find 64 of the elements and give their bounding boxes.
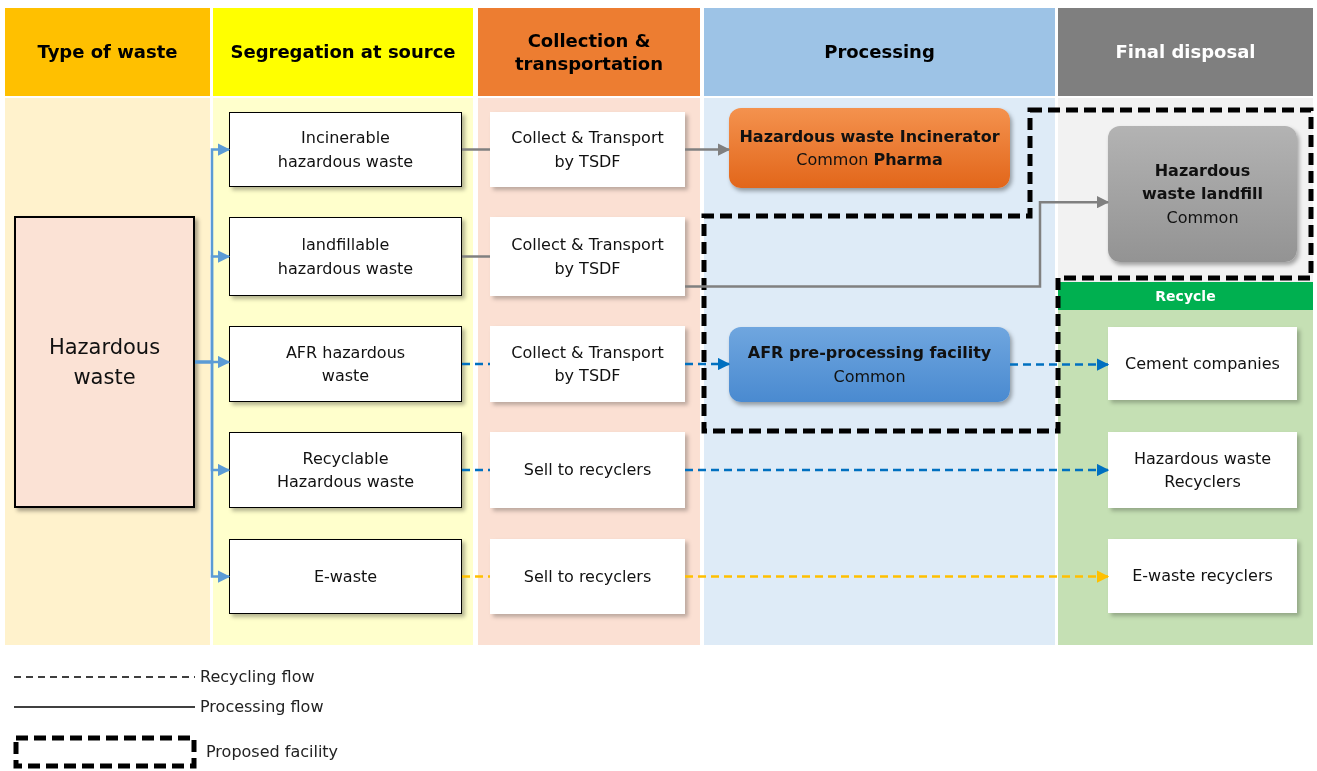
process-box	[490, 217, 685, 296]
connector-line	[462, 575, 490, 578]
process-box	[490, 539, 685, 614]
node-sublabel: Common	[832, 365, 907, 388]
connector-line	[462, 255, 490, 258]
process-box	[1108, 432, 1297, 508]
waste-category-box	[229, 539, 462, 614]
facility-box	[729, 327, 1010, 402]
node-label: Hazardous waste Incinerator	[738, 125, 1001, 148]
column-header: Processing	[704, 8, 1055, 96]
node-label: Incinerable hazardous waste	[276, 127, 415, 173]
node-label: Sell to recyclers	[522, 459, 653, 482]
node-label: E-waste recyclers	[1131, 565, 1274, 588]
source-box	[14, 216, 195, 508]
node-label: Collect & Transport by TSDF	[510, 341, 665, 387]
column-band	[704, 8, 1055, 645]
column-band	[213, 8, 473, 645]
node-label: Collect & Transport by TSDF	[510, 234, 665, 280]
node-label: Hazardous waste landfill	[1140, 160, 1265, 206]
process-box	[490, 326, 685, 402]
process-box	[1108, 539, 1297, 613]
process-box	[490, 112, 685, 187]
arrow	[195, 360, 231, 583]
column-band	[1058, 8, 1313, 645]
column-band	[5, 8, 210, 645]
legend-label: Processing flow	[200, 697, 324, 716]
node-label: Hazardous waste	[47, 333, 162, 391]
section-header: Recycle	[1058, 282, 1313, 310]
arrow	[685, 143, 731, 156]
node-label: Cement companies	[1124, 352, 1281, 375]
arrow	[1010, 358, 1110, 371]
node-label: Collect & Transport by TSDF	[510, 127, 665, 173]
column-header: Final disposal	[1058, 8, 1313, 96]
column-header: Collection & transportation	[478, 8, 700, 96]
incinerator-box	[729, 108, 1010, 188]
node-label: Sell to recyclers	[522, 565, 653, 588]
arrow	[685, 570, 1110, 583]
recycle-panel	[1058, 282, 1313, 645]
node-sublabel: Common Pharma	[795, 149, 944, 171]
legend-label: Proposed facility	[206, 742, 339, 761]
node-label: Recyclable Hazardous waste	[275, 447, 416, 493]
waste-category-box	[229, 112, 462, 187]
node-label: AFR hazardous waste	[284, 341, 407, 387]
process-box	[1108, 327, 1297, 400]
node-label: E-waste	[312, 565, 379, 588]
node-sublabel: Common	[1165, 206, 1240, 229]
column-header: Type of waste	[5, 8, 210, 96]
node-label: AFR pre-processing facility	[746, 342, 993, 365]
waste-category-box	[229, 326, 462, 402]
node-label: landfillable hazardous waste	[276, 234, 415, 280]
arrow	[685, 357, 731, 371]
connector-line	[462, 362, 490, 366]
column-header: Segregation at source	[213, 8, 473, 96]
landfill-box	[1108, 126, 1297, 262]
arrow	[685, 195, 1110, 288]
connector-line	[462, 468, 490, 472]
node-label: Hazardous waste Recyclers	[1132, 447, 1273, 493]
process-box	[490, 432, 685, 508]
legend-label: Recycling flow	[200, 667, 315, 686]
waste-category-box	[229, 432, 462, 508]
column-band	[478, 8, 700, 645]
waste-category-box	[229, 217, 462, 296]
arrow	[685, 463, 1110, 477]
connector-line	[462, 148, 490, 151]
